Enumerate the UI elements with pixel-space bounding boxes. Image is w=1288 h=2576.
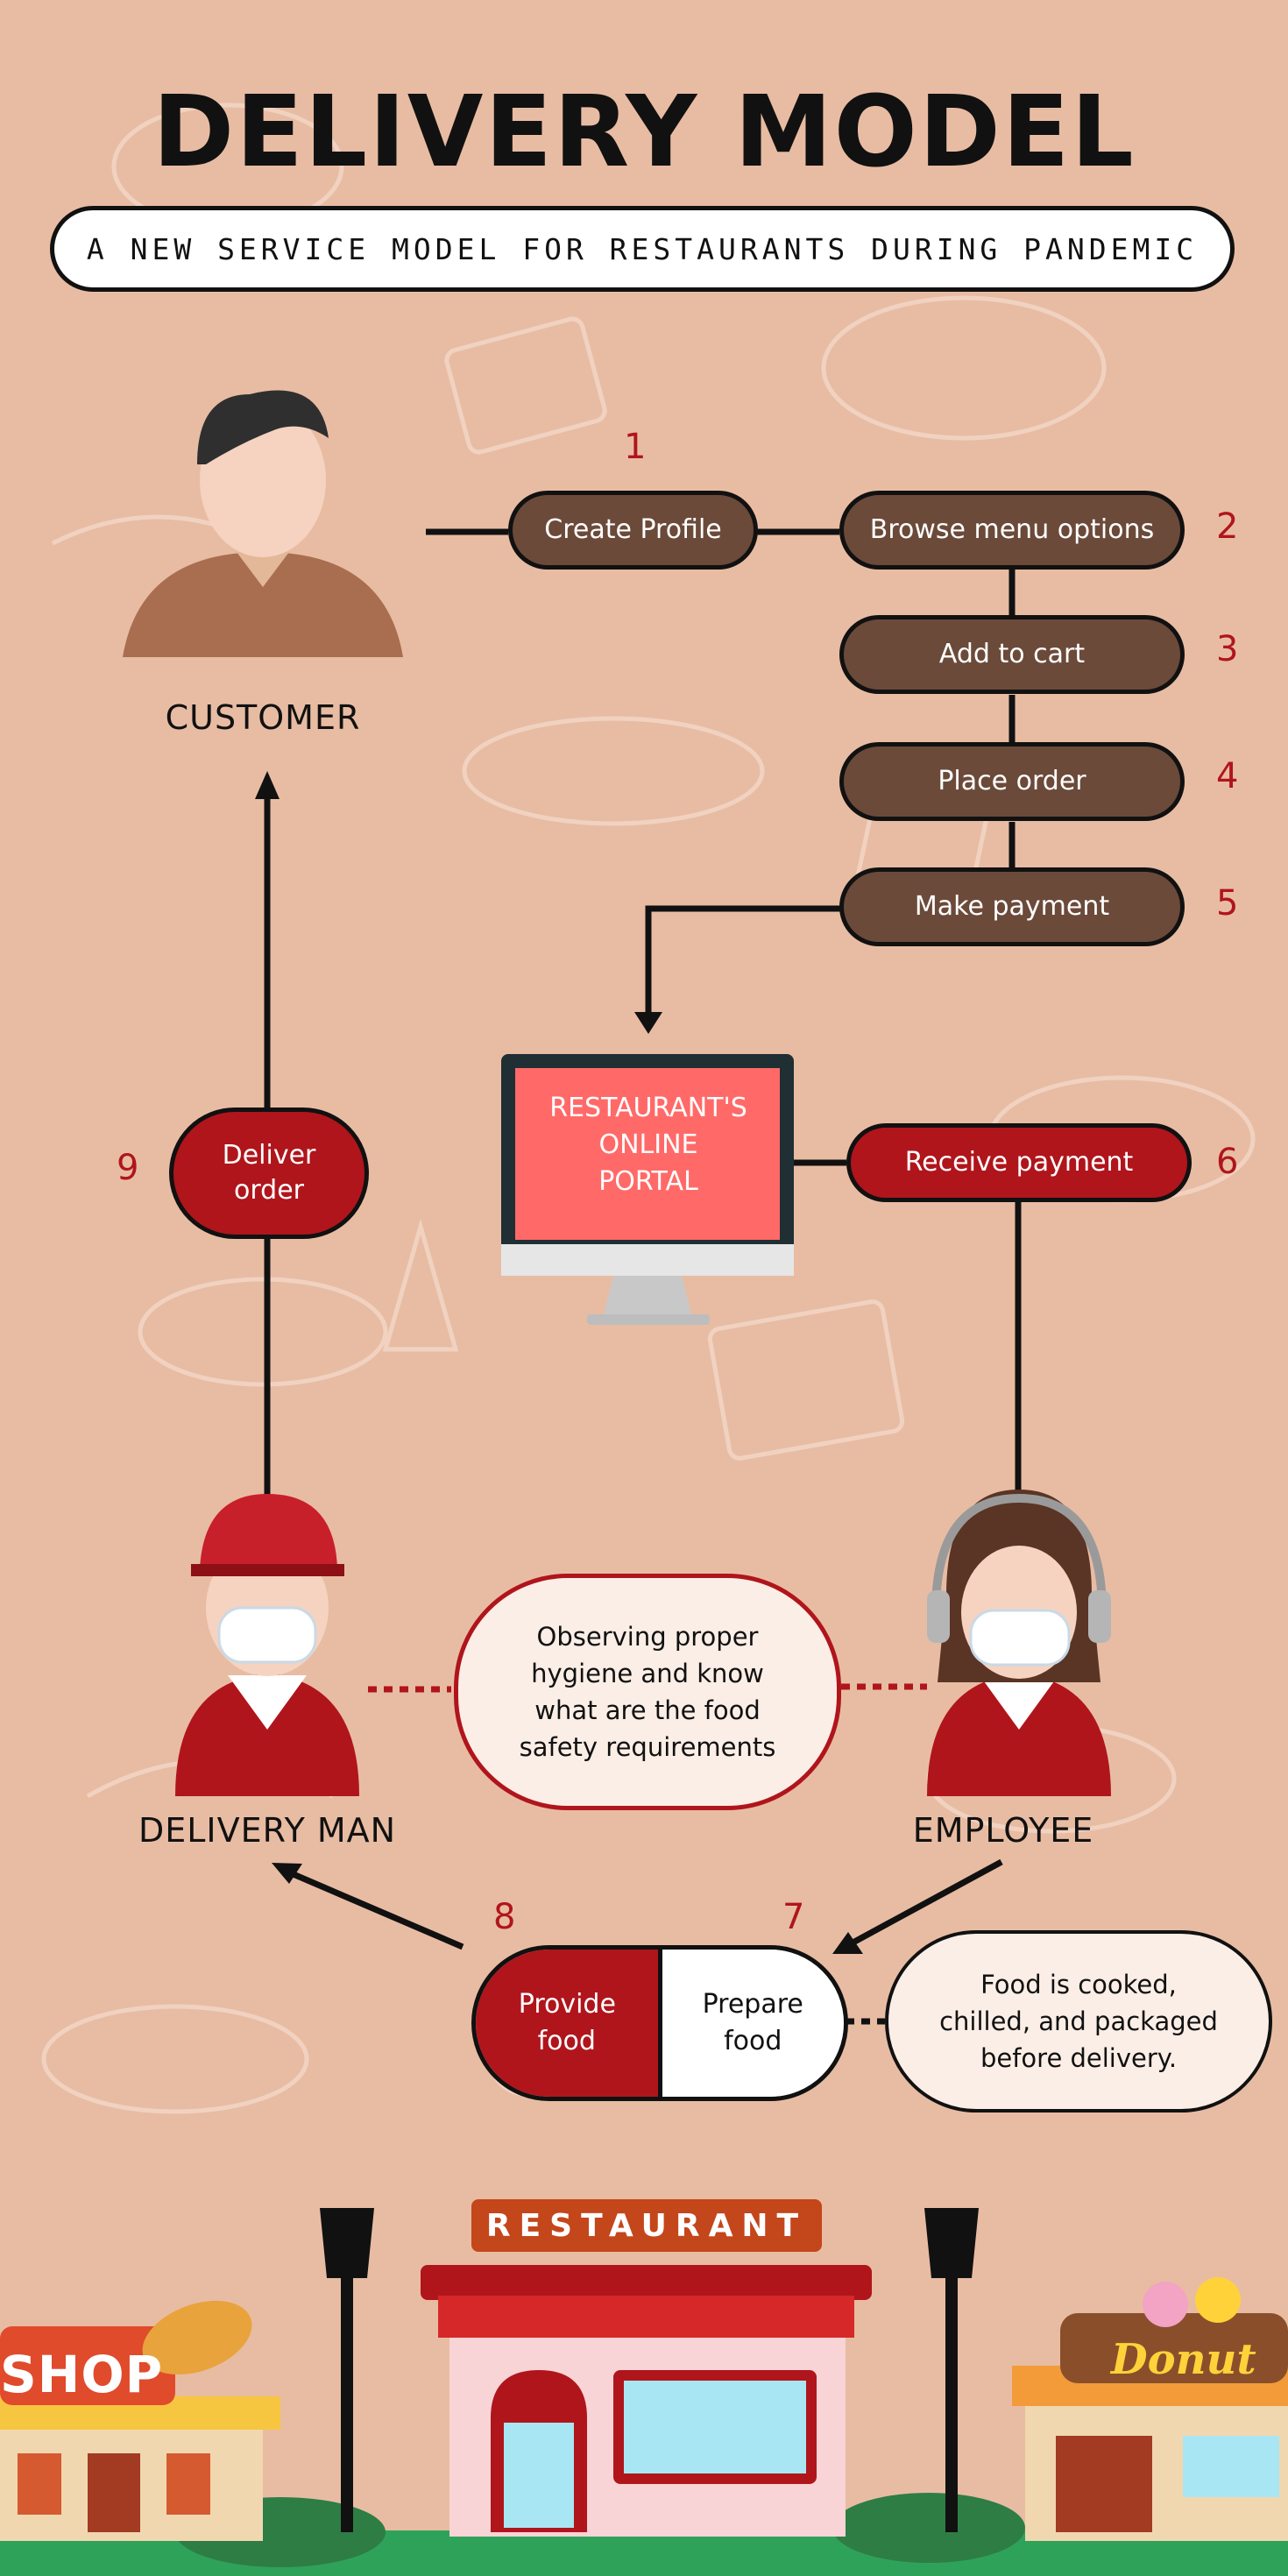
step-receive-payment: Receive payment	[846, 1123, 1192, 1202]
step-5-label: Make payment	[914, 890, 1110, 922]
step-7-label: Prepare food	[702, 1989, 803, 2056]
employee-label: EMPLOYEE	[912, 1811, 1094, 1850]
delivery-man-label: DELIVERY MAN	[138, 1811, 397, 1850]
connector-lines	[264, 528, 1022, 2025]
step-5-number: 5	[1216, 883, 1239, 924]
step-8-label: Provide food	[518, 1989, 616, 2056]
restaurant-sign: RESTAURANT	[485, 2207, 808, 2244]
arrowheads	[255, 771, 863, 1954]
customer-label: CUSTOMER	[165, 698, 361, 737]
step-6-label: Receive payment	[904, 1146, 1134, 1178]
food-note: Food is cooked, chilled, and packaged be…	[885, 1930, 1272, 2112]
step-4-number: 4	[1216, 756, 1239, 796]
page-title: DELIVERY MODEL	[152, 75, 1136, 189]
step-4-label: Place order	[938, 765, 1086, 796]
portal-screen: RESTAURANT'S ONLINE PORTAL	[517, 1071, 780, 1220]
portal-label: RESTAURANT'S ONLINE PORTAL	[549, 1093, 747, 1197]
customer-figure	[123, 390, 403, 657]
street-scene	[0, 2199, 1288, 2576]
step-place-order: Place order	[839, 742, 1185, 821]
step-prepare-food: Prepare food	[662, 1950, 844, 2097]
food-note-text: Food is cooked, chilled, and packaged be…	[939, 1969, 1218, 2074]
step-3-number: 3	[1216, 629, 1239, 669]
portal-monitor	[501, 1054, 794, 1325]
step-9-label: Deliver order	[222, 1139, 316, 1207]
step-make-payment: Make payment	[839, 867, 1185, 946]
employee-figure	[927, 1490, 1111, 1796]
step-create-profile: Create Profile	[508, 491, 758, 570]
page-subtitle: A NEW SERVICE MODEL FOR RESTAURANTS DURI…	[50, 206, 1235, 292]
subtitle-text: A NEW SERVICE MODEL FOR RESTAURANTS DURI…	[86, 231, 1199, 266]
step-deliver-order: Deliver order	[169, 1108, 369, 1239]
step-8-number: 8	[493, 1897, 516, 1937]
hygiene-note-text: Observing proper hygiene and know what a…	[519, 1621, 776, 1763]
delivery-man-figure	[175, 1494, 359, 1796]
step-7-number: 7	[782, 1897, 805, 1937]
step-browse-menu-options: Browse menu options	[839, 491, 1185, 570]
step-provide-food: Provide food	[476, 1950, 662, 2097]
step-1-label: Create Profile	[544, 513, 722, 545]
step-3-label: Add to cart	[938, 638, 1086, 669]
step-6-number: 6	[1216, 1142, 1239, 1182]
donut-sign: Donut	[1111, 2335, 1256, 2384]
step-add-to-cart: Add to cart	[839, 615, 1185, 694]
food-handoff-pill: Provide food Prepare food	[471, 1945, 848, 2101]
shop-sign: SHOP	[0, 2345, 164, 2404]
step-2-label: Browse menu options	[869, 513, 1155, 545]
step-1-number: 1	[624, 427, 647, 467]
step-2-number: 2	[1216, 506, 1239, 547]
hygiene-note: Observing proper hygiene and know what a…	[454, 1574, 841, 1810]
step-9-number: 9	[117, 1148, 139, 1188]
